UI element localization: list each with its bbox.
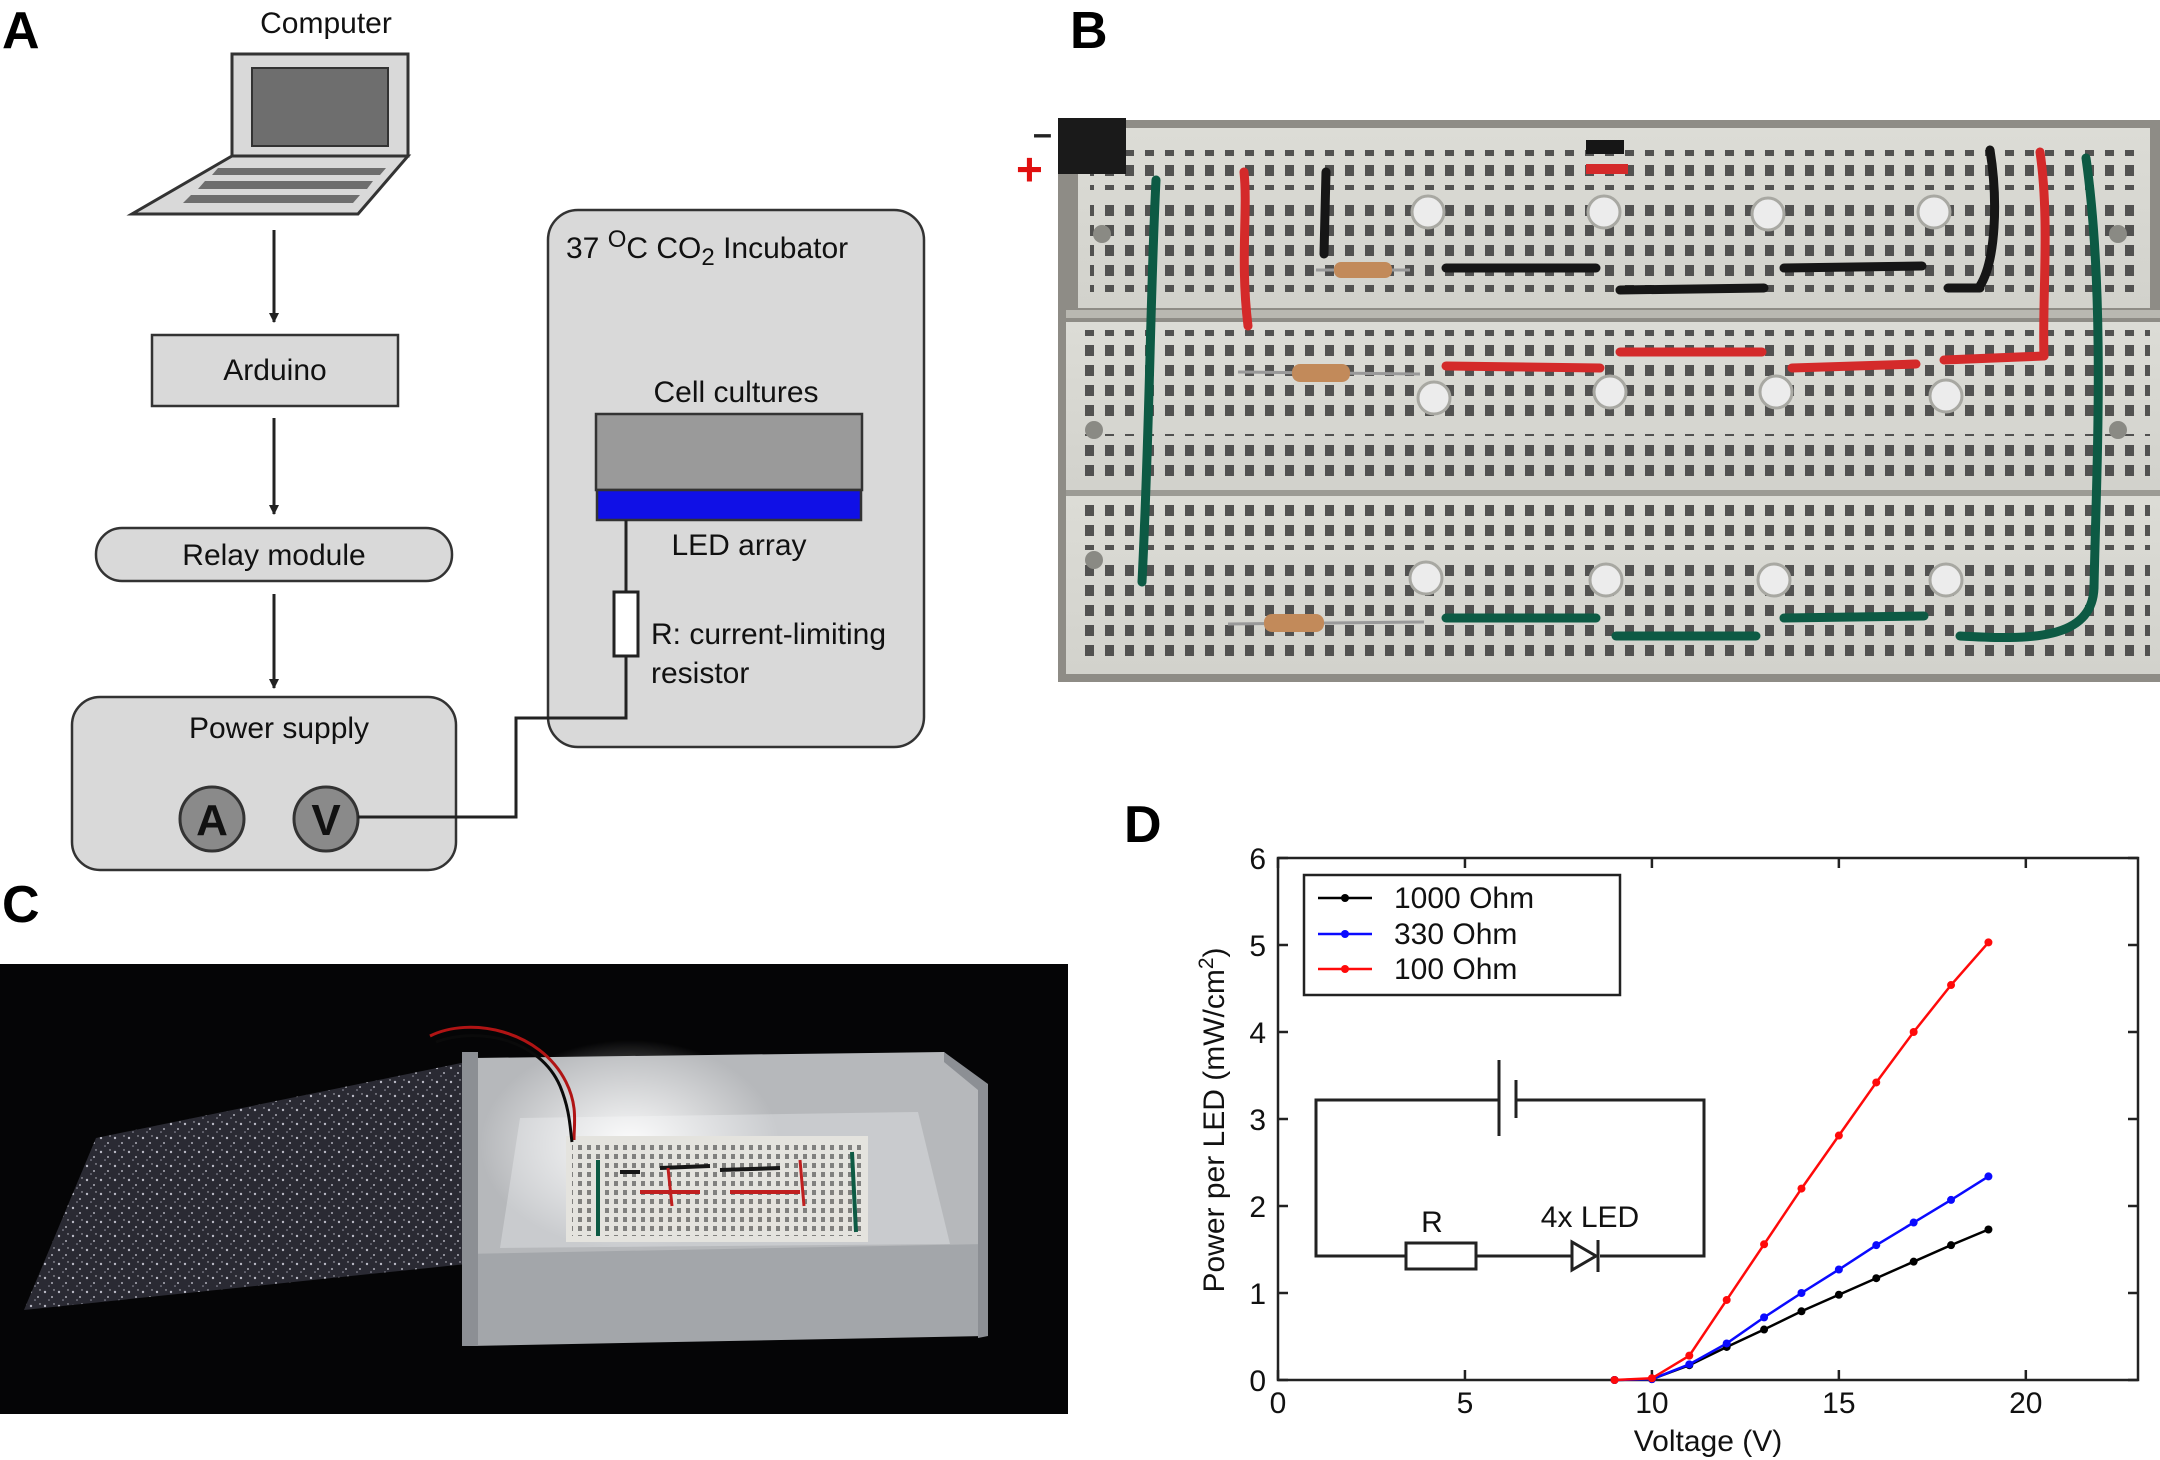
laptop-icon bbox=[126, 52, 412, 216]
computer-label: Computer bbox=[260, 7, 392, 40]
arduino-box bbox=[150, 333, 400, 408]
inset-resistor-label: R bbox=[1421, 1206, 1443, 1239]
breadboard-photo bbox=[1058, 118, 2160, 682]
data-point-330-ohm bbox=[1947, 1195, 1956, 1204]
inset-wire-left bbox=[1314, 1098, 1499, 1258]
minus-label: – bbox=[1033, 115, 1052, 153]
data-point-1000-ohm bbox=[1760, 1325, 1769, 1334]
data-point-100-ohm bbox=[1685, 1351, 1694, 1360]
x-axis-title: Voltage (V) bbox=[1634, 1425, 1782, 1458]
data-point-1000-ohm bbox=[1834, 1290, 1843, 1299]
cell-cultures-label: Cell cultures bbox=[653, 376, 818, 409]
led-array-strip bbox=[595, 488, 863, 522]
inset-led-label: 4x LED bbox=[1541, 1201, 1639, 1234]
voltmeter-icon bbox=[292, 785, 360, 853]
led-array-label: LED array bbox=[671, 529, 806, 562]
box-photo bbox=[0, 964, 1068, 1414]
x-tick-label: 15 bbox=[1822, 1387, 1855, 1420]
voltmeter-label: V bbox=[311, 796, 341, 845]
data-point-100-ohm bbox=[1797, 1184, 1806, 1193]
y-tick-label: 4 bbox=[1249, 1017, 1266, 1050]
arduino-label: Arduino bbox=[223, 354, 326, 387]
relay-module-box bbox=[94, 526, 454, 583]
series-line-1000-ohm bbox=[1614, 1228, 1989, 1382]
legend-label-330-ohm: 330 Ohm bbox=[1394, 918, 1517, 951]
panel-c: C bbox=[0, 876, 1068, 1414]
panel-b: B – + bbox=[1016, 2, 2160, 682]
data-point-1000-ohm bbox=[1947, 1241, 1956, 1250]
data-point-100-ohm bbox=[1984, 938, 1993, 947]
data-point-330-ohm bbox=[1909, 1218, 1918, 1227]
incubator-label: 37 OC CO2 Incubator bbox=[566, 226, 848, 271]
data-point-1000-ohm bbox=[1909, 1257, 1918, 1266]
x-tick-label: 20 bbox=[2009, 1387, 2042, 1420]
resistor-label-line2: resistor bbox=[651, 657, 749, 690]
data-point-100-ohm bbox=[1610, 1376, 1619, 1384]
relay-module-label: Relay module bbox=[182, 539, 365, 572]
data-point-330-ohm bbox=[1834, 1265, 1843, 1274]
legend-label-1000-ohm: 1000 Ohm bbox=[1394, 882, 1534, 915]
resistor-label-line1: R: current-limiting bbox=[651, 618, 886, 651]
data-point-100-ohm bbox=[1872, 1078, 1881, 1087]
data-point-100-ohm bbox=[1647, 1374, 1656, 1383]
y-axis-title: Power per LED (mW/cm2) bbox=[1195, 947, 1231, 1292]
panel-a: A Computer Arduino Relay module Power su… bbox=[2, 2, 926, 872]
x-tick-label: 5 bbox=[1457, 1387, 1474, 1420]
panel-letter-b: B bbox=[1070, 2, 1108, 60]
data-point-330-ohm bbox=[1760, 1313, 1769, 1322]
panel-letter-c: C bbox=[2, 876, 40, 934]
legend-label-100-ohm: 100 Ohm bbox=[1394, 953, 1517, 986]
y-tick-label: 5 bbox=[1249, 930, 1266, 963]
y-tick-label: 0 bbox=[1249, 1365, 1266, 1398]
data-point-100-ohm bbox=[1909, 1028, 1918, 1036]
data-point-1000-ohm bbox=[1797, 1307, 1806, 1316]
data-point-1000-ohm bbox=[1984, 1225, 1993, 1234]
legend-marker-1000-ohm bbox=[1341, 894, 1349, 902]
x-tick-label: 10 bbox=[1635, 1387, 1668, 1420]
data-point-100-ohm bbox=[1834, 1131, 1843, 1140]
data-point-330-ohm bbox=[1984, 1172, 1993, 1181]
plus-label: + bbox=[1016, 143, 1043, 195]
y-tick-label: 6 bbox=[1249, 843, 1266, 876]
data-point-1000-ohm bbox=[1872, 1274, 1881, 1283]
data-point-100-ohm bbox=[1947, 981, 1956, 990]
panel-letter-a: A bbox=[2, 2, 40, 60]
y-tick-label: 1 bbox=[1249, 1278, 1266, 1311]
y-tick-label: 2 bbox=[1249, 1191, 1266, 1224]
power-supply-label: Power supply bbox=[189, 712, 369, 745]
legend: 1000 Ohm 330 Ohm 100 Ohm bbox=[1302, 873, 1622, 997]
inset-resistor-symbol bbox=[1404, 1241, 1478, 1271]
data-point-100-ohm bbox=[1760, 1240, 1769, 1249]
circuit-inset bbox=[1314, 1060, 1706, 1273]
wire-resistor-supply bbox=[358, 656, 628, 819]
cell-culture-plate bbox=[594, 412, 864, 492]
power-supply-box bbox=[70, 695, 458, 872]
series-line-330-ohm bbox=[1614, 1175, 1990, 1382]
data-point-330-ohm bbox=[1797, 1289, 1806, 1297]
x-tick-label: 0 bbox=[1270, 1387, 1287, 1420]
led-diode-icon bbox=[1570, 1239, 1599, 1273]
panel-d: D 0 5 10 15 20 0 1 2 3 4 5 6 Voltage (V) Power per … bbox=[1124, 796, 2140, 1458]
panel-letter-d: D bbox=[1124, 796, 1162, 854]
inset-wire-right bbox=[1516, 1098, 1706, 1258]
legend-marker-100-ohm bbox=[1341, 965, 1349, 973]
series-layer bbox=[1610, 938, 1993, 1384]
resistor-symbol bbox=[612, 590, 640, 658]
data-point-330-ohm bbox=[1872, 1241, 1881, 1250]
legend-marker-330-ohm bbox=[1341, 930, 1349, 938]
data-point-100-ohm bbox=[1722, 1295, 1731, 1304]
ammeter-label: A bbox=[196, 796, 228, 845]
ammeter-icon bbox=[178, 785, 246, 853]
data-point-330-ohm bbox=[1722, 1339, 1731, 1348]
axis-ticks: 0 5 10 15 20 0 1 2 3 4 5 6 bbox=[1249, 843, 2138, 1420]
data-point-330-ohm bbox=[1685, 1360, 1694, 1369]
y-tick-label: 3 bbox=[1249, 1104, 1266, 1137]
